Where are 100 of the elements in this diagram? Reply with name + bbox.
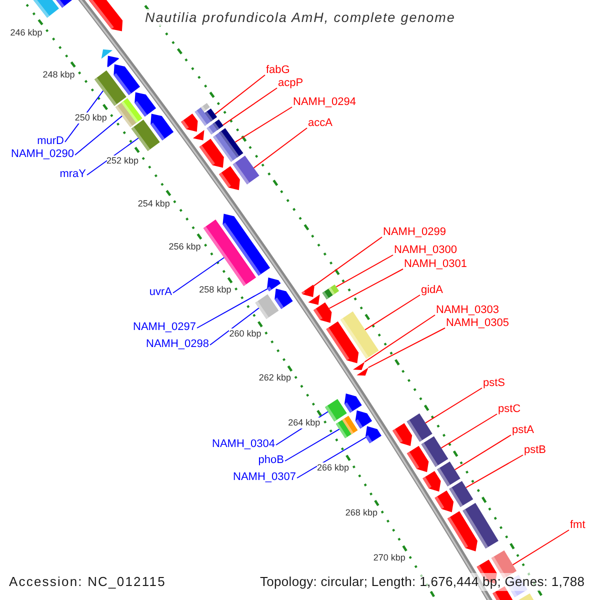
leader-line: [313, 236, 382, 286]
gene-label: NAMH_0301: [403, 258, 467, 271]
feature-bar: [255, 294, 279, 320]
feature-bar: [324, 398, 347, 422]
genome-summary-text: Topology: circular; Length: 1,676,444 bp; Genes: 1,788: [258, 573, 587, 591]
tick-label: 256 kbp: [168, 241, 201, 252]
feature-bar: [342, 416, 358, 434]
gene-label: pstC: [497, 403, 521, 416]
gene-label: fmt: [569, 519, 586, 532]
feature-bar: [204, 108, 218, 122]
gene-label: uvrA: [149, 286, 173, 299]
leader-line: [210, 308, 260, 346]
gene-label: pstA: [511, 424, 534, 437]
feature-bar: [406, 413, 432, 442]
leader-line: [364, 314, 436, 362]
gene-block: [392, 423, 412, 446]
gene-block: [302, 284, 314, 298]
gene-label: NAMH_0300: [393, 244, 457, 257]
gene-label: NAMH_0297: [133, 321, 197, 334]
gene-block: [114, 64, 140, 96]
feature-bar: [232, 156, 260, 184]
gene-block: [267, 278, 281, 292]
gene-label: NAMH_0299: [382, 226, 446, 239]
leader-line: [328, 268, 404, 309]
leader-line: [440, 414, 498, 448]
gene-block: [101, 49, 113, 59]
leader-line: [512, 530, 570, 566]
tick-label: 248 kbp: [42, 70, 75, 81]
feature-bar: [212, 119, 224, 130]
feature-bar: [328, 284, 340, 296]
gene-block: [222, 214, 270, 276]
gene-label: mraY: [60, 168, 87, 181]
leader-line: [336, 254, 394, 288]
gene-label: gidA: [420, 284, 444, 297]
gene-block: [434, 490, 454, 512]
tick-label: 266 kbp: [317, 462, 350, 474]
leader-line: [74, 116, 122, 156]
gene-block: [218, 166, 240, 190]
feature-bar: [219, 128, 244, 158]
gene-label: NAMH_0294: [292, 96, 356, 109]
gene-block: [365, 426, 382, 444]
feature-bar: [340, 311, 379, 359]
leader-line: [196, 288, 268, 328]
gene-label: pstS: [482, 377, 506, 390]
tick-label: 262 kbp: [258, 372, 291, 384]
gene-label: murD: [37, 135, 65, 148]
tick-label: 260 kbp: [229, 328, 262, 340]
leader-line: [234, 106, 292, 143]
gene-block: [134, 92, 156, 117]
feature-bar: [421, 436, 448, 467]
gene-label: accA: [307, 117, 332, 130]
gene-block: [150, 114, 174, 140]
feature-bar: [437, 461, 460, 486]
gene-label: fabG: [265, 64, 290, 77]
gene-block: [355, 410, 372, 429]
gene-label: acpP: [277, 77, 304, 90]
gene-label: NAMH_0290: [11, 148, 75, 161]
feature-bar: [200, 103, 210, 112]
gene-block: [356, 368, 368, 376]
feature-bar: [33, 0, 59, 18]
tick-label: 246 kbp: [10, 28, 42, 39]
feature-bar: [462, 502, 498, 549]
gene-label: pstB: [523, 444, 546, 457]
tick-label: 264 kbp: [288, 417, 320, 428]
leader-line: [454, 434, 512, 470]
gene-block: [308, 294, 320, 305]
leader-line: [466, 454, 524, 488]
tick-label: 258 kbp: [199, 284, 232, 296]
tick-label: 268 kbp: [345, 507, 378, 518]
gene-block: [352, 362, 365, 370]
gene-block: [192, 130, 204, 140]
gene-label: phoB: [258, 454, 285, 467]
tick-label: 270 kbp: [373, 552, 406, 564]
gene-label: NAMH_0305: [445, 317, 509, 330]
gene-label: NAMH_0303: [435, 304, 499, 317]
gene-block: [313, 302, 332, 323]
gene-block: [274, 288, 293, 309]
gene-label: NAMH_0298: [146, 338, 210, 351]
gene-block: [406, 446, 429, 472]
leader-line: [284, 428, 340, 462]
leader-line: [222, 88, 278, 126]
tick-label: 250 kbp: [74, 112, 107, 124]
gene-block: [422, 470, 441, 492]
gene-block: [344, 393, 362, 413]
gene-label: NAMH_0307: [233, 471, 297, 484]
leader-line: [296, 436, 366, 478]
leader-line: [86, 138, 139, 176]
leader-line: [425, 388, 482, 424]
gene-block: [88, 0, 123, 32]
leader-line: [214, 74, 266, 115]
feature-bar: [518, 593, 534, 600]
gene-label: NAMH_0304: [212, 438, 276, 451]
gene-block: [181, 114, 198, 132]
gene-block: [56, 0, 72, 8]
feature-bar: [449, 480, 474, 508]
tick-label: 254 kbp: [138, 198, 170, 210]
leader-line: [368, 328, 446, 368]
gene-block: [107, 56, 120, 68]
leader-line: [253, 128, 308, 168]
tick-label: 252 kbp: [106, 155, 139, 166]
